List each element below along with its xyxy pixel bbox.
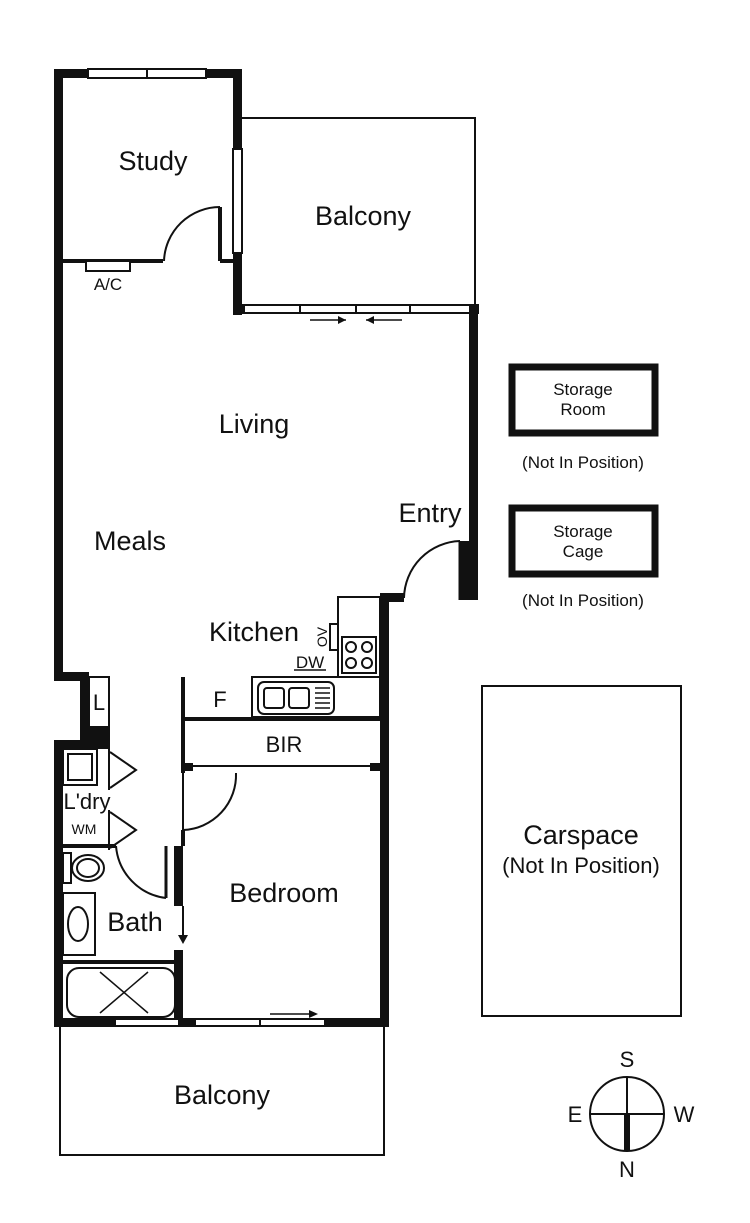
compass-right: W bbox=[674, 1102, 695, 1127]
kitchen-area bbox=[181, 596, 381, 722]
bath-label: Bath bbox=[107, 907, 163, 937]
storage-room-line2: Room bbox=[560, 400, 605, 419]
carspace bbox=[481, 685, 682, 1017]
fridge-label: F bbox=[213, 687, 226, 712]
balcony-top-label: Balcony bbox=[315, 201, 412, 231]
carspace-title: Carspace bbox=[523, 820, 639, 850]
living-label: Living bbox=[219, 409, 290, 439]
bir-label: BIR bbox=[266, 732, 303, 757]
linen-cupboard bbox=[54, 672, 110, 744]
kitchen-label: Kitchen bbox=[209, 617, 299, 647]
study-room bbox=[54, 68, 243, 681]
linen-label: L bbox=[93, 690, 105, 715]
storage-room-note: (Not In Position) bbox=[522, 453, 644, 472]
entry-label: Entry bbox=[398, 498, 462, 528]
oven-label: OV bbox=[314, 626, 330, 647]
compass-bottom: N bbox=[619, 1157, 635, 1182]
washing-machine-label: WM bbox=[72, 821, 97, 837]
storage-room bbox=[508, 363, 659, 437]
balcony-bottom-label: Balcony bbox=[174, 1080, 271, 1110]
balcony-bottom bbox=[59, 1027, 385, 1156]
storage-cage-line1: Storage bbox=[553, 522, 613, 541]
bathroom bbox=[62, 772, 238, 1027]
storage-cage-line2: Cage bbox=[563, 542, 604, 561]
storage-cage-note: (Not In Position) bbox=[522, 591, 644, 610]
storage-cage bbox=[508, 504, 659, 578]
compass-left: E bbox=[568, 1102, 583, 1127]
carspace-note: (Not In Position) bbox=[502, 853, 660, 878]
compass-top: S bbox=[620, 1047, 635, 1072]
bedroom-label: Bedroom bbox=[229, 878, 339, 908]
laundry-label: L'dry bbox=[64, 789, 111, 814]
study-label: Study bbox=[118, 146, 188, 176]
living-area bbox=[380, 306, 478, 1027]
meals-label: Meals bbox=[94, 526, 166, 556]
laundry bbox=[54, 740, 138, 1027]
storage-room-line1: Storage bbox=[553, 380, 613, 399]
built-in-robe bbox=[181, 722, 380, 773]
ac-label: A/C bbox=[94, 275, 122, 294]
bedroom bbox=[54, 1010, 389, 1027]
dishwasher-label: DW bbox=[296, 653, 324, 672]
compass-icon bbox=[589, 1076, 665, 1152]
